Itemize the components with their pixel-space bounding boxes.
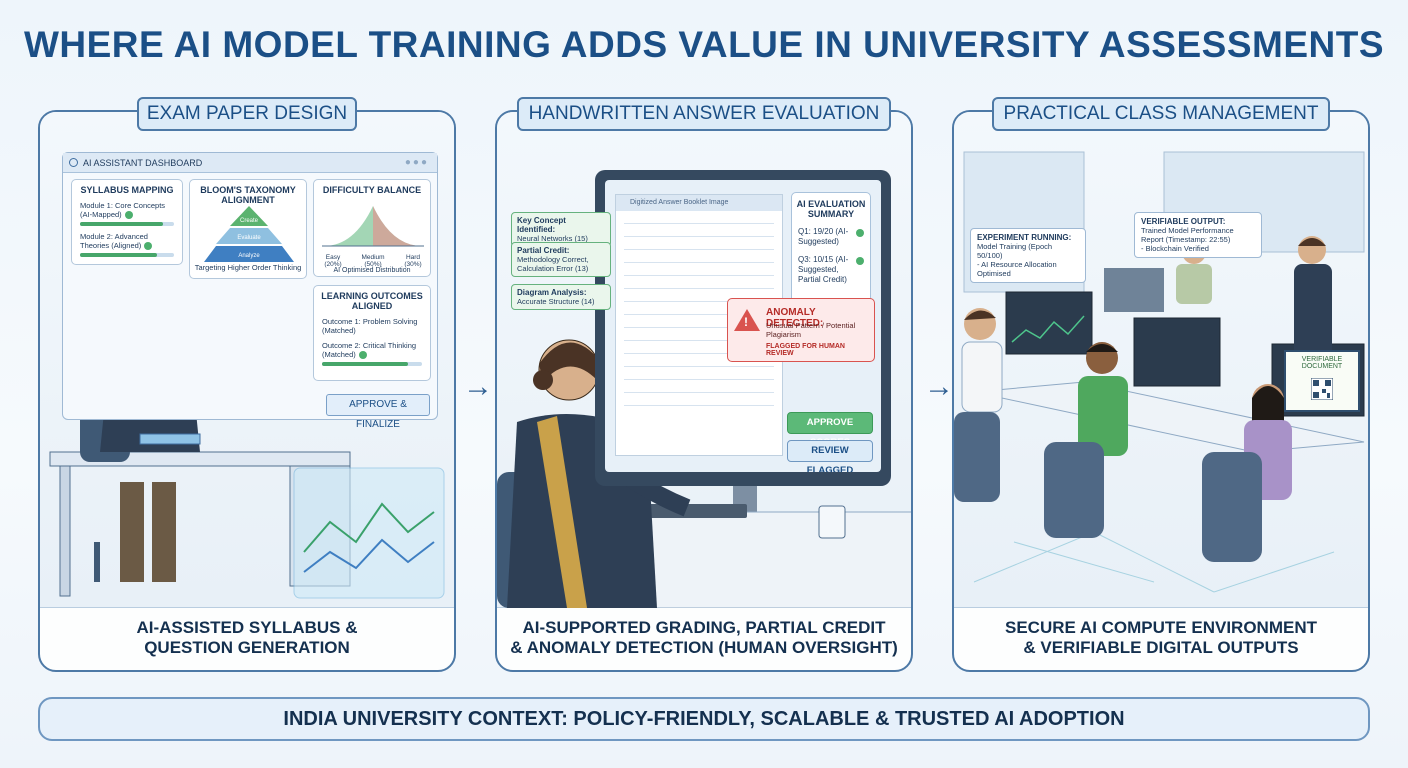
blooms-note: Targeting Higher Order Thinking [194, 263, 302, 272]
syllabus-item-1: Module 1: Core Concepts (AI-Mapped) [80, 201, 166, 220]
blooms-title: BLOOM'S TAXONOMY ALIGNMENT [200, 185, 296, 205]
syllabus-item-2: Module 2: Advanced Theories (Aligned) [80, 232, 174, 251]
dashboard-title: AI ASSISTANT DASHBOARD [83, 158, 203, 168]
tab-practical-class-management: PRACTICAL CLASS MANAGEMENT [992, 97, 1330, 131]
dashboard-header: AI ASSISTANT DASHBOARD ●●● [63, 153, 437, 173]
note-body: Neural Networks (15) [517, 234, 588, 243]
ai-evaluation-summary: AI EVALUATION SUMMARY Q1: 19/20 (AI-Sugg… [791, 192, 871, 318]
blooms-taxonomy-card: BLOOM'S TAXONOMY ALIGNMENT Create Evalua… [189, 179, 307, 279]
approve-scores-button[interactable]: APPROVE SCORES [787, 412, 873, 448]
difficulty-hard: Hard (30%) [404, 254, 422, 268]
caption-practical-class-management: SECURE AI COMPUTE ENVIRONMENT & VERIFIAB… [954, 606, 1368, 670]
outcome-item-2: Outcome 2: Critical Thinking (Matched) [322, 341, 417, 360]
outcomes-title: LEARNING OUTCOMES ALIGNED [321, 291, 423, 311]
footer-banner: INDIA UNIVERSITY CONTEXT: POLICY-FRIENDL… [38, 697, 1370, 741]
diagram-analysis-note: Diagram Analysis: Accurate Structure (14… [511, 284, 611, 310]
distribution-curve-icon [322, 206, 424, 247]
note-body: Accurate Structure (14) [517, 297, 595, 306]
scene-exam-paper-design: AI ASSISTANT DASHBOARD ●●● SYLLABUS MAPP… [40, 112, 454, 608]
check-icon [124, 211, 133, 220]
summary-title: AI EVALUATION SUMMARY [796, 199, 866, 219]
tab-handwritten-answer-evaluation: HANDWRITTEN ANSWER EVALUATION [517, 97, 891, 131]
pyramid-level-create: Create [240, 218, 259, 224]
experiment-running-note: EXPERIMENT RUNNING: Model Training (Epoc… [970, 228, 1086, 283]
syllabus-title: SYLLABUS MAPPING [80, 185, 174, 195]
note-line-2: - AI Resource Allocation Optimised [977, 260, 1057, 278]
difficulty-balance-card: DIFFICULTY BALANCE Easy (20%) Medium (50… [313, 179, 431, 277]
review-flagged-button[interactable]: REVIEW FLAGGED [787, 440, 873, 472]
ai-assistant-dashboard: AI ASSISTANT DASHBOARD ●●● SYLLABUS MAPP… [62, 152, 438, 420]
outcome-item-1: Outcome 1: Problem Solving (Matched) [322, 317, 418, 335]
note-line-2: - Blockchain Verified [1141, 244, 1209, 253]
caption-line-2: QUESTION GENERATION [144, 638, 350, 657]
window-dots-icon: ●●● [404, 157, 429, 168]
anomaly-alert: ! ANOMALY DETECTED: Unusual Pattern / Po… [727, 298, 875, 362]
note-title: Diagram Analysis: [517, 288, 587, 297]
anomaly-flag: FLAGGED FOR HUMAN REVIEW [766, 343, 845, 357]
caption-handwritten-answer-evaluation: AI-SUPPORTED GRADING, PARTIAL CREDIT & A… [497, 606, 911, 670]
note-title: VERIFIABLE OUTPUT: [1141, 217, 1226, 226]
panel-handwritten-answer-evaluation: Digitized Answer Booklet Image AI EVALUA… [495, 110, 913, 672]
partial-credit-note: Partial Credit: Methodology Correct, Cal… [511, 242, 611, 277]
check-icon [856, 257, 864, 265]
caption-exam-paper-design: AI-ASSISTED SYLLABUS & QUESTION GENERATI… [40, 606, 454, 670]
panel-practical-class-management: EXPERIMENT RUNNING: Model Training (Epoc… [952, 110, 1370, 672]
check-icon [358, 351, 367, 360]
arrow-right-icon: → [463, 370, 493, 403]
answer-booklet-header: Digitized Answer Booklet Image [616, 195, 782, 211]
pyramid-icon: Create Evaluate Analyze [204, 206, 294, 262]
pyramid-level-analyze: Analyze [238, 253, 260, 259]
caption-line-2: & VERIFIABLE DIGITAL OUTPUTS [1023, 638, 1299, 657]
note-title: Key Concept Identified: [517, 216, 566, 234]
anomaly-body: Unusual Pattern / Potential Plagiarism [766, 321, 856, 339]
difficulty-medium: Medium (50%) [361, 254, 385, 268]
note-title: Partial Credit: [517, 246, 570, 255]
summary-q1: Q1: 19/20 (AI-Suggested) [798, 227, 864, 247]
note-line-1: Model Training (Epoch 50/100) [977, 242, 1053, 260]
ai-logo-icon [69, 158, 78, 167]
panel-exam-paper-design: AI ASSISTANT DASHBOARD ●●● SYLLABUS MAPP… [38, 110, 456, 672]
verifiable-output-note: VERIFIABLE OUTPUT: Trained Model Perform… [1134, 212, 1262, 258]
warning-icon [734, 309, 760, 331]
verifiable-certificate: VERIFIABLE DOCUMENT [1284, 350, 1360, 412]
difficulty-title: DIFFICULTY BALANCE [322, 185, 422, 195]
syllabus-progress-1 [80, 222, 174, 227]
note-body: Methodology Correct, Calculation Error (… [517, 255, 589, 273]
approve-finalize-button[interactable]: APPROVE & FINALIZE [326, 394, 430, 430]
anomaly-title: ANOMALY DETECTED: [766, 307, 824, 329]
syllabus-progress-2 [80, 253, 174, 258]
scene-practical-class-management: EXPERIMENT RUNNING: Model Training (Epoc… [954, 112, 1368, 608]
pyramid-level-evaluate: Evaluate [237, 235, 261, 241]
check-icon [144, 242, 153, 251]
note-line-1: Trained Model Performance Report (Timest… [1141, 226, 1234, 244]
certificate-title: VERIFIABLE DOCUMENT [1301, 356, 1343, 370]
summary-q3: Q3: 10/15 (AI-Suggested, Partial Credit) [798, 255, 864, 285]
page-title: WHERE AI MODEL TRAINING ADDS VALUE IN UN… [23, 24, 1385, 65]
tab-exam-paper-design: EXAM PAPER DESIGN [137, 97, 357, 131]
learning-outcomes-card: LEARNING OUTCOMES ALIGNED Outcome 1: Pro… [313, 285, 431, 381]
difficulty-note: AI Optimised Distribution [333, 267, 411, 274]
caption-line-2: & ANOMALY DETECTION (HUMAN OVERSIGHT) [510, 638, 898, 657]
check-icon [856, 229, 864, 237]
outcome-progress [322, 362, 422, 367]
grading-illustration [497, 339, 911, 608]
scene-handwritten-answer-evaluation: Digitized Answer Booklet Image AI EVALUA… [497, 112, 911, 608]
caption-line-1: AI-ASSISTED SYLLABUS & [136, 618, 358, 637]
caption-line-1: AI-SUPPORTED GRADING, PARTIAL CREDIT [522, 618, 886, 637]
caption-line-1: SECURE AI COMPUTE ENVIRONMENT [1004, 618, 1317, 637]
arrow-right-icon: → [924, 370, 954, 403]
syllabus-mapping-card: SYLLABUS MAPPING Module 1: Core Concepts… [71, 179, 183, 265]
difficulty-easy: Easy (20%) [324, 254, 342, 268]
qr-code-icon [1310, 377, 1334, 401]
note-title: EXPERIMENT RUNNING: [977, 233, 1072, 242]
